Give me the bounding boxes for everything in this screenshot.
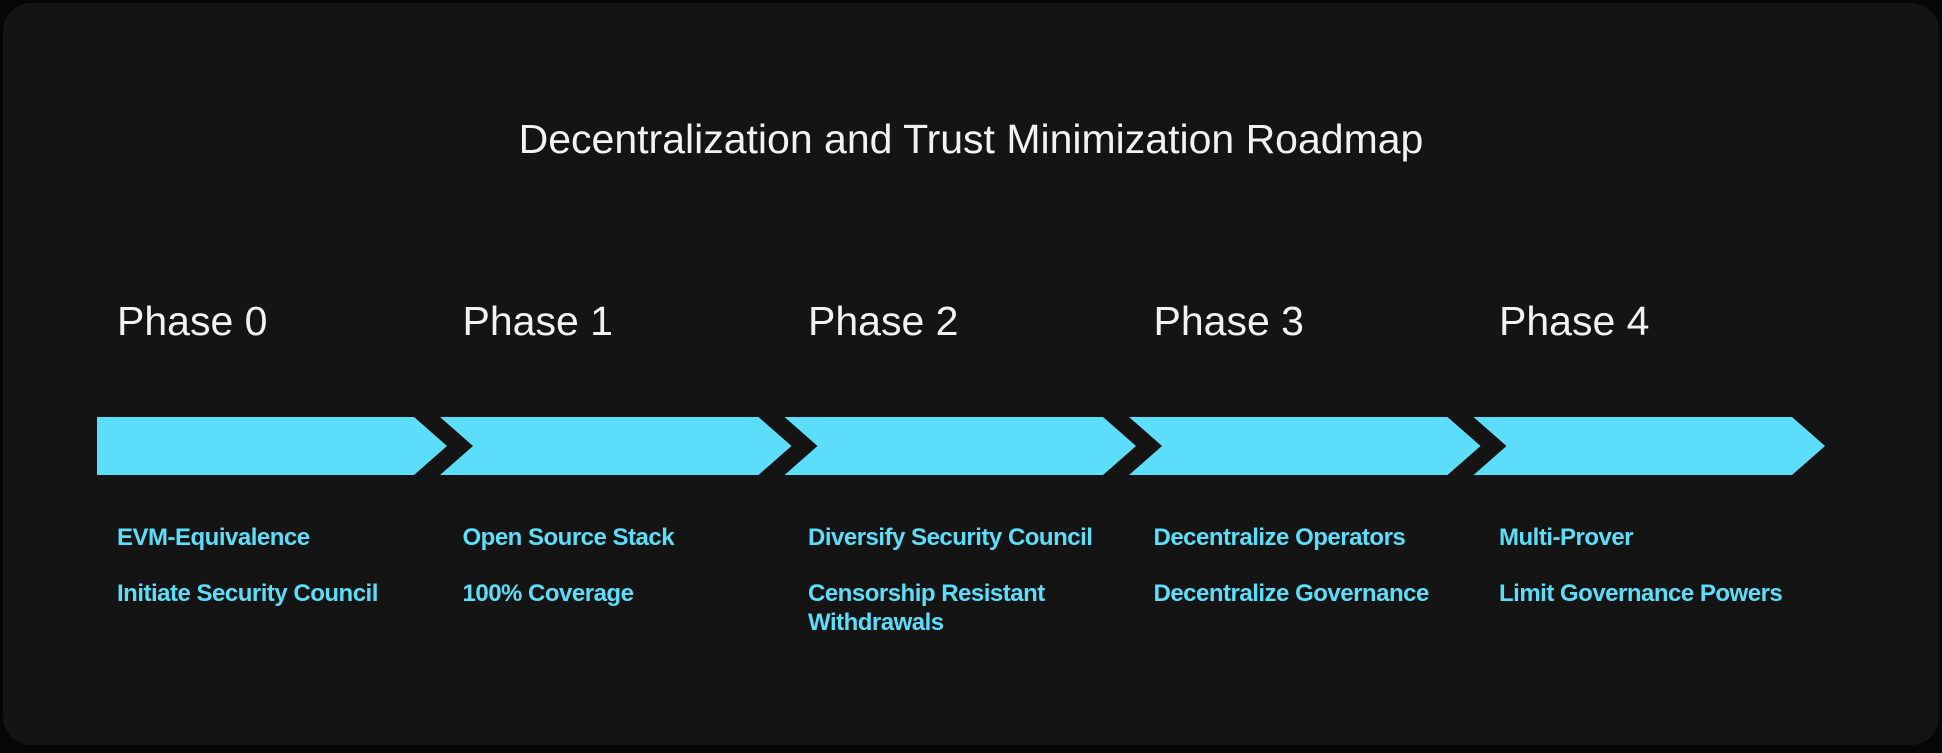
phase-4-bullet-0: Multi-Prover [1499,524,1634,551]
phase-label-2: Phase 2 [808,298,959,344]
arrow-segment-0 [97,417,447,475]
page-title: Decentralization and Trust Minimization … [518,116,1424,162]
phase-label-1: Phase 1 [462,298,613,344]
phase-4-bullet-1: Limit Governance Powers [1499,580,1783,607]
roadmap-card: Decentralization and Trust Minimization … [3,3,1939,745]
arrow-segment-3 [1129,417,1481,475]
arrow-segment-4 [1473,417,1825,475]
phase-labels-row: Phase 0 Phase 1 Phase 2 Phase 3 Phase 4 [3,297,1939,353]
phase-2-bullet-1: Censorship Resistant Withdrawals [808,580,1045,636]
arrow-segment-1 [440,417,792,475]
phase-1-bullet-0: Open Source Stack [462,524,675,551]
roadmap-arrow [97,417,1825,475]
phase-label-4: Phase 4 [1499,298,1650,344]
phase-2-bullet-0: Diversify Security Council [808,524,1093,551]
phase-0-bullet-1: Initiate Security Council [117,580,378,607]
phase-1-column: Open Source Stack 100% Coverage [463,523,808,673]
arrow-segment-2 [784,417,1136,475]
phase-1-bullet-1: 100% Coverage [462,580,634,607]
phase-3-bullet-0: Decentralize Operators [1153,524,1406,551]
phase-label-0: Phase 0 [117,298,268,344]
phase-3-bullet-1: Decentralize Governance [1153,580,1430,607]
phase-0-bullet-0: EVM-Equivalence [117,524,310,551]
phase-label-3: Phase 3 [1153,298,1304,344]
